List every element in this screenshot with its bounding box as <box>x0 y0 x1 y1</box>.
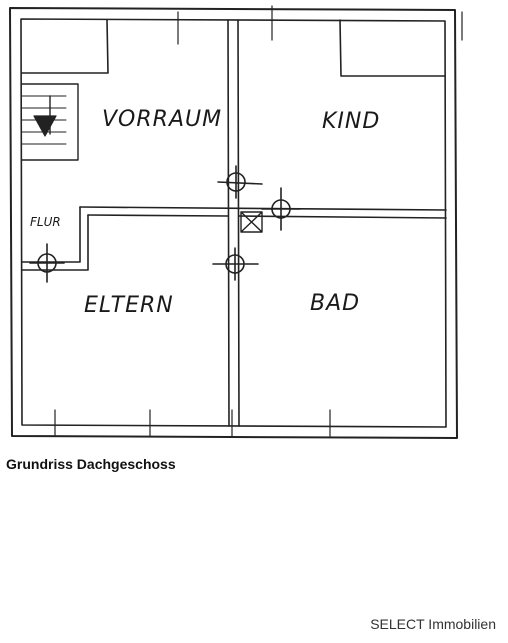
floor-plan: VORRAUM KIND FLUR ELTERN BAD <box>9 5 463 439</box>
central-wall <box>227 19 240 427</box>
room-label-flur: FLUR <box>30 215 61 229</box>
room-label-bad: BAD <box>310 291 360 316</box>
stair <box>21 83 79 161</box>
box-top-left <box>21 19 109 74</box>
stair-arrow <box>33 115 57 137</box>
box-top-right <box>339 19 446 77</box>
light-symbol <box>29 165 301 283</box>
room-label-vorraum: VORRAUM <box>102 107 222 132</box>
flur-wall <box>21 206 89 271</box>
outer-wall <box>9 7 458 439</box>
shaft-box <box>240 211 263 233</box>
brand-watermark: SELECT Immobilien <box>370 616 496 632</box>
plan-caption: Grundriss Dachgeschoss <box>6 456 176 472</box>
room-label-eltern: ELTERN <box>84 293 174 318</box>
outer-wall-inner <box>20 18 447 428</box>
room-label-kind: KIND <box>322 109 380 134</box>
